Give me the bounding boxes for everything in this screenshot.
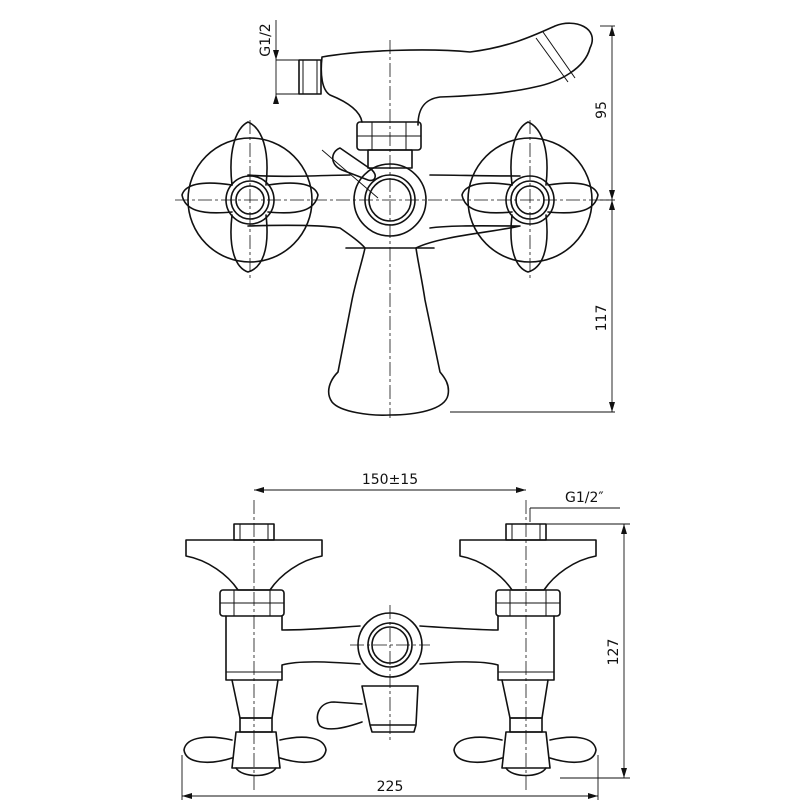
spout-inlet-stub (298, 59, 322, 95)
top-view: G1/2 95 117 (175, 20, 615, 418)
front-dim-127: 127 (606, 639, 622, 666)
spout-outline (320, 22, 593, 126)
front-thread-label: G1/2″ (565, 490, 604, 506)
front-body (225, 615, 555, 681)
top-dim-95: 95 (594, 101, 610, 119)
top-dim-117: 117 (594, 305, 610, 332)
front-spout-outlet (361, 685, 419, 733)
body-outline (247, 174, 521, 249)
top-thread-label: G1/2 (258, 23, 274, 56)
right-lower-handle (453, 717, 597, 777)
right-flange (459, 539, 597, 591)
front-dim-225: 225 (377, 779, 404, 795)
front-view: 150±15 G1/2″ 127 225 (181, 472, 630, 800)
front-dim-centre-distance: 150±15 (362, 472, 418, 488)
front-diverter-lever (316, 701, 363, 730)
body-foot (327, 247, 450, 416)
left-lower-handle (183, 717, 327, 777)
diverter-lever (331, 147, 377, 182)
